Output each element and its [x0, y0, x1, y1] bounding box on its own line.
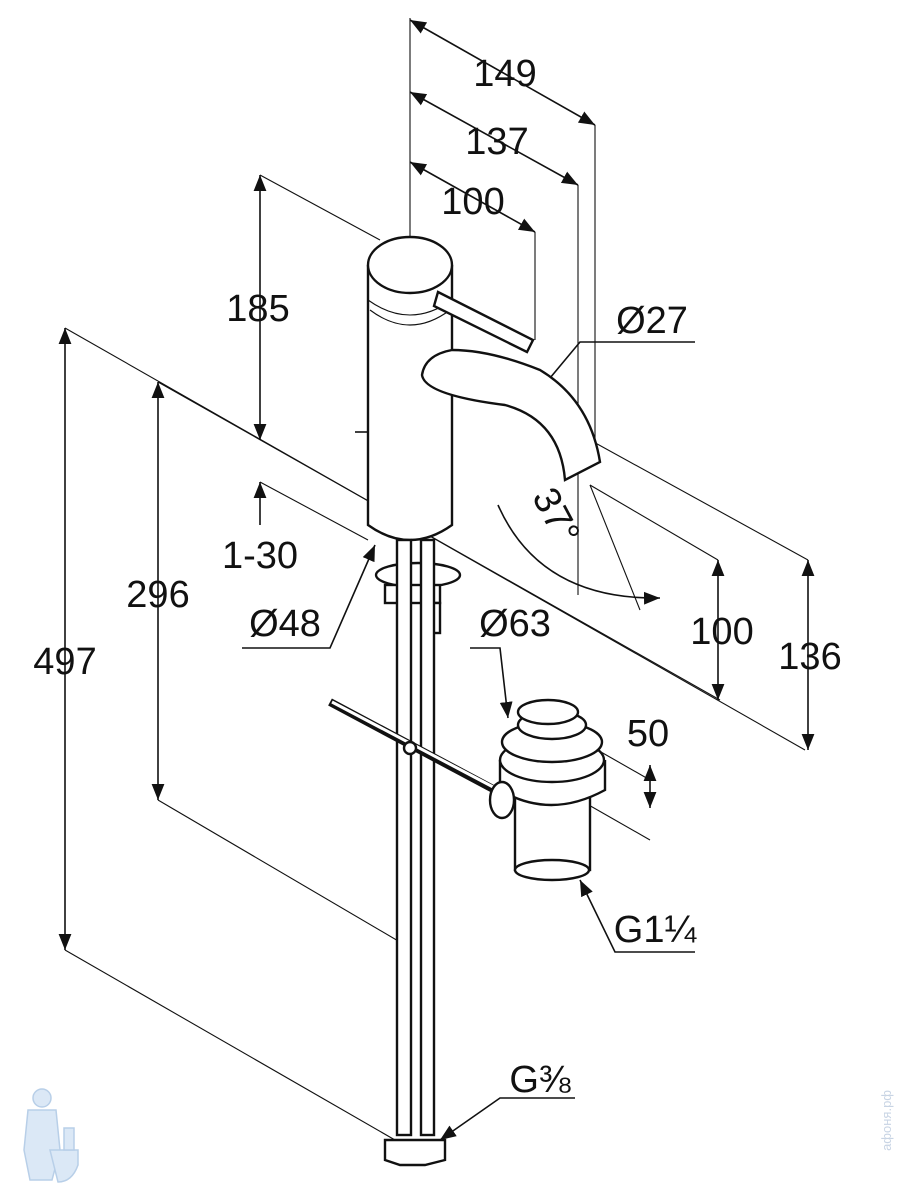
thread-g-3-8: G⅜: [509, 1059, 571, 1101]
dim-1-30: 1-30: [222, 535, 298, 577]
pop-up-drain: [488, 698, 607, 882]
dim-497: 497: [33, 641, 96, 683]
dimension-labels: 149 137 100 185 Ø27 37° 1-30 296 Ø48 Ø63…: [33, 53, 841, 1101]
plumber-logo-icon: [23, 1088, 79, 1183]
dim-50: 50: [627, 713, 669, 755]
dim-136: 136: [778, 636, 841, 678]
faucet-body: [328, 235, 602, 1167]
dim-diameter-27: Ø27: [616, 300, 688, 342]
dim-100-clearance: 100: [690, 611, 753, 653]
spout: [420, 348, 602, 482]
dim-149: 149: [473, 53, 536, 95]
dim-185: 185: [226, 288, 289, 330]
lever-handle: [432, 290, 535, 354]
dimension-lines: [58, 19, 815, 1141]
watermark: афоня.рф: [879, 1090, 894, 1151]
dim-296: 296: [126, 574, 189, 616]
thread-g-1-4: G1¼: [614, 909, 698, 951]
dim-137: 137: [465, 121, 528, 163]
dim-diameter-48: Ø48: [249, 603, 321, 645]
dim-100-lever: 100: [441, 181, 504, 223]
dim-diameter-63: Ø63: [479, 603, 551, 645]
